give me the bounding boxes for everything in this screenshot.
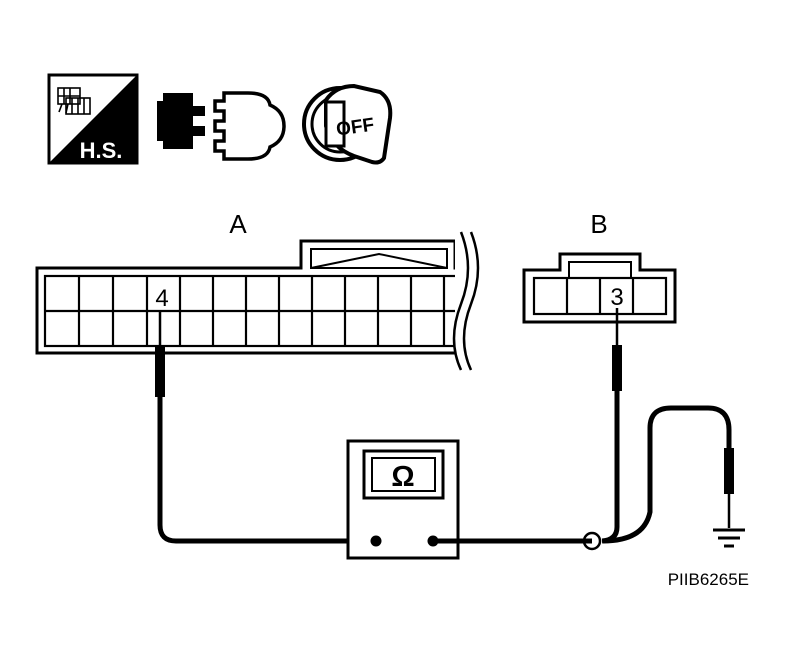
- connector-b: [522, 252, 677, 324]
- probe-lead-a: [155, 311, 376, 544]
- figure-code: PIIB6265E: [668, 570, 749, 589]
- connector-b-pin-label: 3: [610, 284, 623, 311]
- connector-a-pin-label: 4: [155, 285, 168, 312]
- connector-a-label: A: [229, 209, 247, 239]
- ignition-off-text: OFF: [335, 115, 376, 141]
- meter-terminal-negative: [370, 535, 382, 547]
- disconnect-connector-icon: [157, 91, 286, 161]
- meter-terminal-positive: [427, 535, 439, 547]
- harness-side-icon: H.S.: [47, 73, 139, 165]
- connector-b-label: B: [590, 209, 607, 239]
- harness-side-text: H.S.: [80, 138, 123, 163]
- ground-lead: [602, 405, 734, 544]
- ohm-symbol: Ω: [391, 461, 414, 493]
- probe-lead-b: [601, 308, 622, 544]
- ground-icon: [713, 528, 745, 548]
- ignition-key-off-icon: OFF: [302, 83, 393, 165]
- connector-a: [35, 230, 485, 371]
